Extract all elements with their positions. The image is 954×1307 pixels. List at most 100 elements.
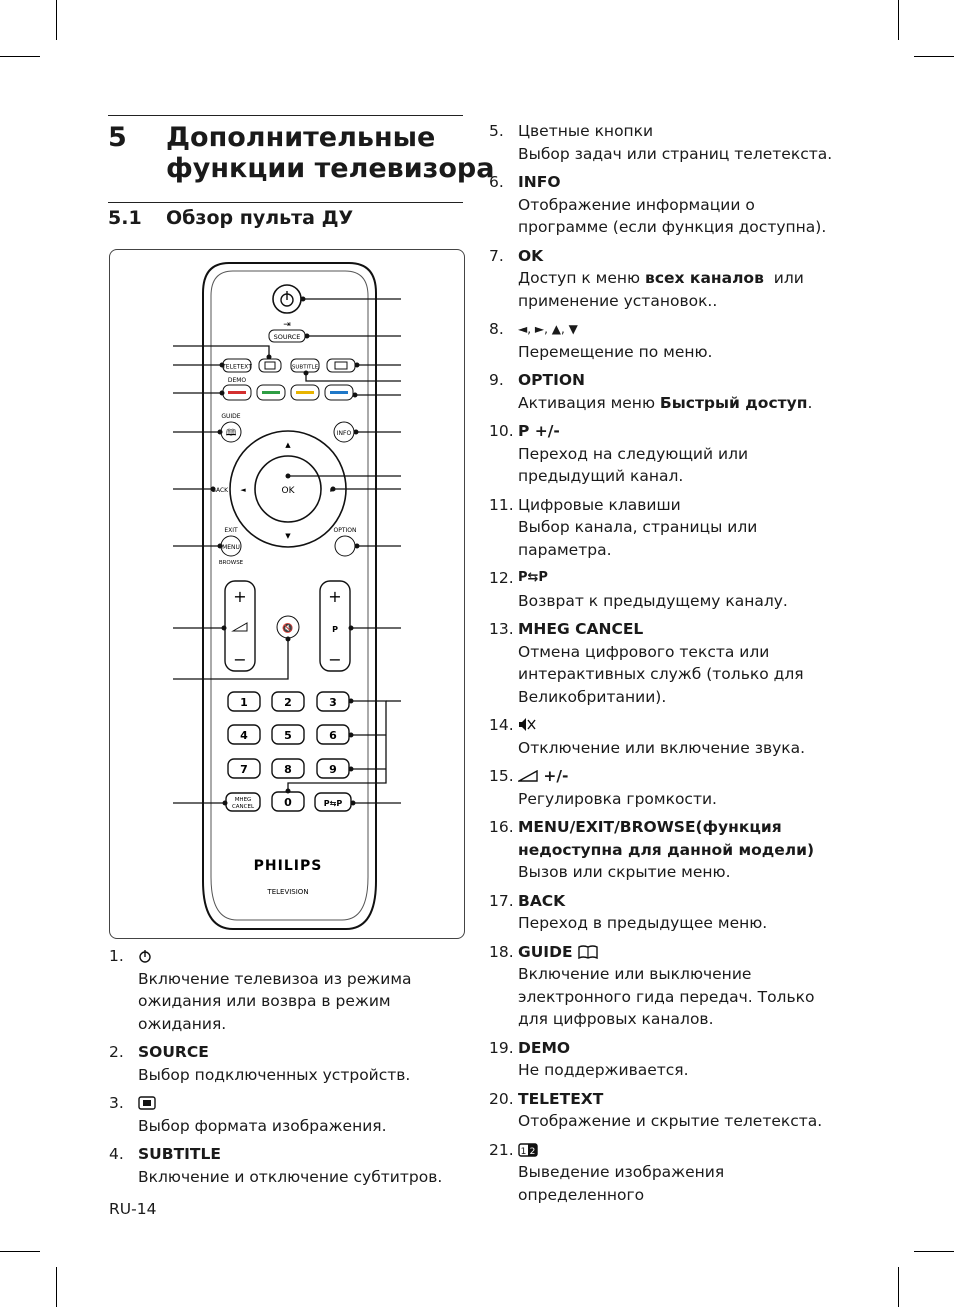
chapter-top-rule (108, 115, 463, 116)
item-desc: Выведение изображения определенного (518, 1163, 725, 1204)
item-desc: Активация меню Быстрый доступ. (518, 393, 813, 412)
section-title: Обзор пульта ДУ (166, 207, 354, 229)
item-number: 21. (489, 1140, 514, 1159)
volume-minus-label: − (233, 650, 246, 669)
remote-inner-edge (210, 270, 369, 921)
list-item: 10. P +/- Переход на следующий или преды… (489, 420, 849, 488)
key-4 (227, 724, 261, 745)
item-title: P⇆P (518, 570, 548, 585)
item-title: INFO (518, 173, 561, 191)
item-desc: Выбор формата изображения. (138, 1116, 387, 1135)
ok-button (254, 455, 322, 523)
list-item: 19. DEMO Не поддерживается. (489, 1037, 849, 1082)
section-number: 5.1 (108, 207, 142, 229)
volume-plus-label: + (233, 587, 246, 606)
item-title: +/- (516, 765, 849, 788)
book-icon: 🕮 (226, 429, 237, 439)
chapter-bottom-rule (108, 202, 463, 203)
item-number: 4. (109, 1145, 124, 1163)
volume-icon (231, 622, 248, 632)
item-number: 14. (489, 716, 514, 734)
item-desc: Отображение информации о программе (если… (518, 195, 827, 237)
item-desc: Включение телевизоа из режима ожидания и… (138, 969, 412, 1033)
item-desc: Переход на следующий или предыдущий кана… (518, 444, 749, 486)
list-item: 20. TELETEXT Отображение и скрытие телет… (489, 1088, 849, 1133)
list-item: 14. Отключение или включение звука. (489, 714, 849, 759)
item-number: 10. (489, 422, 514, 440)
item-number: 12. (489, 569, 514, 587)
item-desc: Выбор подключенных устройств. (138, 1065, 411, 1084)
info-label: INFO (337, 430, 352, 437)
chapter-title-line2: функции телевизора (166, 153, 495, 184)
channel-minus-label: − (328, 650, 341, 669)
item-number: 1. (109, 947, 124, 965)
crop-mark (0, 56, 40, 57)
key-6-label: 6 (329, 729, 337, 742)
crop-mark (56, 0, 57, 40)
item-title: Цифровые клавиши (518, 495, 681, 514)
dual-screen-icon (264, 361, 276, 370)
item-title: GUIDE (518, 941, 849, 964)
list-item: 12. P⇆P Возврат к предыдущему каналу. (489, 567, 849, 612)
item-number: 8. (489, 320, 504, 338)
format-button (326, 358, 356, 373)
list-item: 13. MHEG CANCEL Отмена цифрового текста … (489, 618, 849, 708)
item-number: 11. (489, 495, 514, 514)
format-icon (334, 361, 348, 370)
key-2 (271, 691, 305, 712)
item-title: MHEG CANCEL (518, 620, 644, 638)
item-number: 16. (489, 818, 514, 836)
right-item-list: 5. Цветные кнопки Выбор задач или страни… (489, 120, 849, 1212)
teletext-label: TELETEXT (221, 364, 252, 371)
item-desc: Выбор канала, страницы или параметра. (518, 518, 758, 559)
remote-illustration: SOURCE ⇥ TELETEXT SUBTITLE DEMO GUIDE 🕮 … (173, 262, 401, 930)
item-desc: Отображение и скрытие телетекста. (518, 1112, 823, 1130)
item-title: BACK (518, 891, 566, 910)
remote-figure-box: SOURCE ⇥ TELETEXT SUBTITLE DEMO GUIDE 🕮 … (109, 249, 465, 939)
up-arrow-icon: ▲ (285, 441, 291, 449)
item-number: 5. (489, 122, 504, 140)
item-title: SOURCE (138, 1043, 209, 1061)
left-arrow-icon: ◄ (240, 486, 246, 494)
source-label: SOURCE (274, 333, 301, 341)
pp-label: P⇆P (324, 799, 343, 808)
item-number: 9. (489, 371, 504, 389)
format-icon (138, 1096, 156, 1110)
item-number: 20. (489, 1089, 514, 1108)
key-1 (227, 691, 261, 712)
arrow-keys-icons: ◄, ►, ▲, ▼ (518, 322, 578, 336)
volume-icon (516, 769, 538, 782)
list-item: 17. BACK Переход в предыдущее меню. (489, 890, 849, 935)
mute-icon (519, 718, 536, 731)
item-desc: Не поддерживается. (518, 1061, 689, 1079)
key-3-label: 3 (329, 696, 337, 709)
key-5 (271, 724, 305, 745)
key-4-label: 4 (240, 729, 248, 742)
list-item: 18. GUIDE Включение или выключение элект… (489, 941, 849, 1031)
item-number: 13. (489, 620, 514, 638)
list-item: 16. MENU/EXIT/BROWSE(функция недоступна … (489, 816, 849, 884)
list-item: 2. SOURCE Выбор подключенных устройств. (109, 1041, 469, 1086)
crop-mark (898, 1267, 899, 1307)
list-item: 15. +/- Регулировка громкости. (489, 765, 849, 810)
item-number: 3. (109, 1094, 124, 1112)
down-arrow-icon: ▼ (285, 532, 291, 540)
power-icon (139, 950, 151, 963)
model-label: TELEVISION (266, 888, 308, 896)
dual-screen-button (258, 358, 282, 373)
item-desc: Включение или выключение электронного ги… (518, 965, 815, 1028)
mheg-label-line2: CANCEL (232, 804, 255, 810)
item-number: 17. (489, 891, 514, 910)
item-title: OPTION (518, 371, 586, 389)
browse-label: BROWSE (219, 560, 244, 566)
key-5-label: 5 (284, 729, 292, 742)
left-item-list: 1. Включение телевизоа из режима ожидани… (109, 945, 469, 1194)
key-8-label: 8 (284, 763, 292, 776)
subtitle-label: SUBTITLE (292, 365, 319, 371)
item-desc: Перемещение по меню. (518, 342, 713, 361)
list-item: 8. ◄, ►, ▲, ▼ Перемещение по меню. (489, 318, 849, 363)
crop-mark (914, 1251, 954, 1252)
item-desc: Включение и отключение субтитров. (138, 1167, 443, 1186)
